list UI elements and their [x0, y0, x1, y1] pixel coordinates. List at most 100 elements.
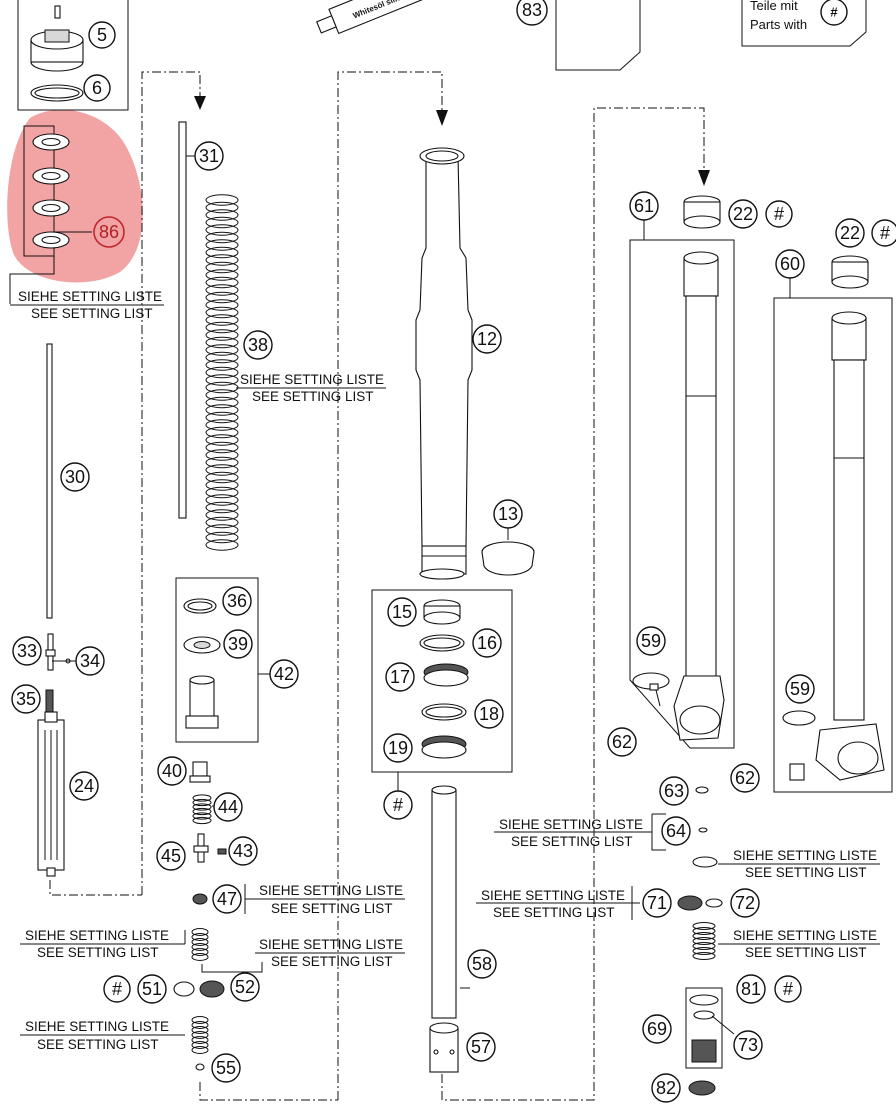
- callout-63: 63: [659, 776, 689, 806]
- callout-47: 47: [212, 884, 242, 914]
- svg-text:SIEHE SETTING LISTE: SIEHE SETTING LISTE: [25, 928, 169, 943]
- callout-72: 72: [730, 888, 760, 918]
- fork-leg-61: [629, 220, 735, 749]
- callout-17: 17: [385, 662, 415, 692]
- svg-text:SEE SETTING LIST: SEE SETTING LIST: [271, 901, 393, 916]
- note-64: SIEHE SETTING LISTE SEE SETTING LIST: [494, 817, 652, 849]
- callouts: 5 6 83 86 31 38 12 13 61 22 # 22 # 60 30…: [11, 0, 896, 1103]
- svg-text:31: 31: [199, 146, 219, 166]
- note-86: SIEHE SETTING LISTE SEE SETTING LIST: [10, 289, 164, 321]
- callout-71: 71: [642, 888, 672, 918]
- svg-text:12: 12: [477, 329, 497, 349]
- setting-notes: SIEHE SETTING LISTE SEE SETTING LIST SIE…: [10, 289, 880, 1052]
- svg-text:#: #: [112, 979, 122, 999]
- svg-text:16: 16: [477, 633, 497, 653]
- svg-text:63: 63: [664, 781, 684, 801]
- svg-text:71: 71: [647, 893, 667, 913]
- callout-22b: 22: [835, 218, 865, 248]
- callout-34: 34: [75, 646, 105, 676]
- callout-19: 19: [383, 733, 413, 763]
- damper-rod-31: [178, 121, 196, 519]
- grease-tube: Whitesöl silicone grease: [316, 0, 442, 35]
- svg-text:62: 62: [612, 732, 632, 752]
- callout-24: 24: [69, 771, 99, 801]
- svg-text:22: 22: [840, 223, 860, 243]
- callout-45: 45: [156, 841, 186, 871]
- box-83: [555, 0, 641, 71]
- svg-text:SEE SETTING LIST: SEE SETTING LIST: [252, 389, 374, 404]
- svg-text:51: 51: [142, 979, 162, 999]
- svg-text:57: 57: [471, 1037, 491, 1057]
- seal-box: [371, 589, 513, 792]
- callout-6: 6: [83, 74, 111, 102]
- callout-57: 57: [466, 1032, 496, 1062]
- callout-83: 83: [516, 0, 548, 26]
- note-71: SIEHE SETTING LISTE SEE SETTING LIST: [476, 888, 632, 920]
- svg-text:SEE SETTING LIST: SEE SETTING LIST: [745, 865, 867, 880]
- svg-text:60: 60: [780, 254, 800, 274]
- shim-set-86: [9, 125, 92, 304]
- highlight-region: [7, 109, 143, 283]
- svg-text:58: 58: [472, 954, 492, 974]
- callout-31: 31: [194, 141, 224, 171]
- callout-73: 73: [733, 1030, 763, 1060]
- callout-55: 55: [211, 1053, 241, 1083]
- svg-text:SIEHE SETTING LISTE: SIEHE SETTING LISTE: [240, 372, 384, 387]
- svg-text:38: 38: [248, 335, 268, 355]
- svg-text:44: 44: [218, 797, 238, 817]
- callout-13: 13: [493, 499, 523, 529]
- svg-text:64: 64: [666, 821, 686, 841]
- svg-text:SIEHE SETTING LISTE: SIEHE SETTING LISTE: [259, 883, 403, 898]
- svg-text:SEE SETTING LIST: SEE SETTING LIST: [511, 834, 633, 849]
- info-box-line2: Parts with: [750, 17, 807, 32]
- mid-left-parts: [173, 761, 263, 1071]
- svg-text:35: 35: [16, 689, 36, 709]
- callout-16: 16: [472, 628, 502, 658]
- svg-text:62: 62: [735, 768, 755, 788]
- svg-text:17: 17: [390, 667, 410, 687]
- svg-text:SEE SETTING LIST: SEE SETTING LIST: [31, 306, 153, 321]
- callout-19-hash: #: [383, 790, 413, 820]
- callout-51-hash: #: [103, 975, 131, 1003]
- guide-lines: [49, 71, 710, 1101]
- svg-text:#: #: [880, 223, 890, 243]
- svg-text:24: 24: [74, 776, 94, 796]
- callout-18: 18: [474, 699, 504, 729]
- callout-30: 30: [60, 462, 90, 492]
- svg-text:15: 15: [392, 602, 412, 622]
- note-left-b: SIEHE SETTING LISTE SEE SETTING LIST: [20, 1019, 185, 1052]
- callout-36: 36: [222, 586, 252, 616]
- svg-text:SIEHE SETTING LISTE: SIEHE SETTING LISTE: [733, 928, 877, 943]
- note-left-a: SIEHE SETTING LISTE SEE SETTING LIST: [20, 928, 185, 960]
- callout-33: 33: [12, 636, 42, 666]
- svg-text:18: 18: [479, 704, 499, 724]
- callout-42: 42: [269, 659, 299, 689]
- fork-leg-60: [773, 278, 893, 793]
- callout-60: 60: [775, 249, 805, 279]
- svg-text:69: 69: [647, 1019, 667, 1039]
- info-box-line1: Teile mit: [750, 0, 798, 13]
- note-38: SIEHE SETTING LISTE SEE SETTING LIST: [236, 372, 386, 404]
- spring-38: [205, 194, 239, 551]
- svg-text:#: #: [783, 979, 793, 999]
- svg-text:45: 45: [161, 846, 181, 866]
- svg-text:SIEHE SETTING LISTE: SIEHE SETTING LISTE: [733, 848, 877, 863]
- callout-59a: 59: [636, 626, 666, 656]
- svg-text:SIEHE SETTING LISTE: SIEHE SETTING LISTE: [25, 1019, 169, 1034]
- tube-58: [429, 785, 459, 1073]
- svg-text:43: 43: [233, 841, 253, 861]
- info-box: Teile mit Parts with #: [741, 0, 867, 47]
- callout-22b-hash: #: [871, 219, 896, 247]
- callout-61: 61: [629, 191, 659, 221]
- svg-text:59: 59: [641, 631, 661, 651]
- info-box-symbol: #: [830, 5, 838, 20]
- note-right-a: SIEHE SETTING LISTE SEE SETTING LIST: [718, 848, 880, 880]
- callout-58: 58: [467, 949, 497, 979]
- svg-text:34: 34: [80, 651, 100, 671]
- note-right-b: SIEHE SETTING LISTE SEE SETTING LIST: [718, 928, 880, 960]
- note-47: SIEHE SETTING LISTE SEE SETTING LIST: [255, 883, 405, 916]
- callout-44: 44: [213, 792, 243, 822]
- callout-43: 43: [228, 836, 258, 866]
- svg-text:6: 6: [92, 78, 102, 98]
